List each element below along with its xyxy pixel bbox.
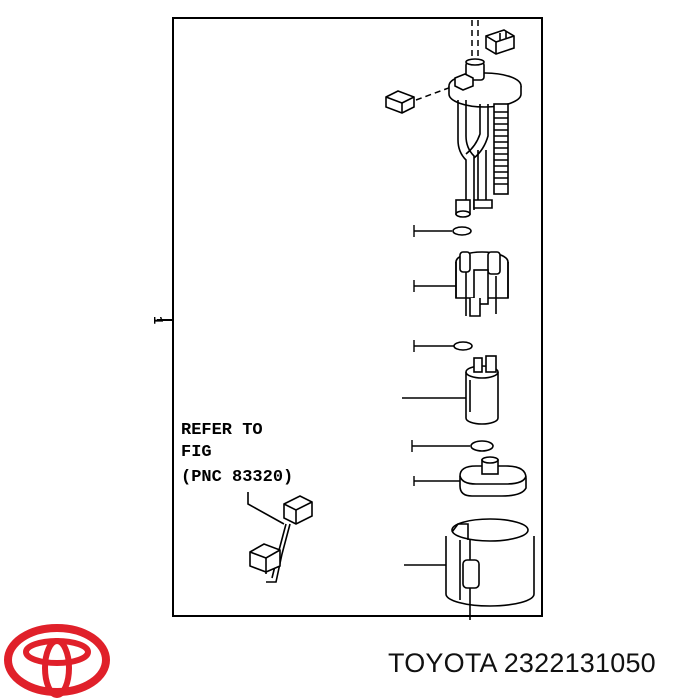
part-number: 2322131050: [503, 648, 656, 678]
o-ring-middle: [453, 341, 473, 351]
fuel-sender-gauge: [247, 492, 313, 583]
leader-lines: [402, 225, 470, 566]
filter-support: [455, 251, 509, 317]
fuel-pump: [465, 355, 499, 425]
diagram-frame: [172, 17, 543, 617]
group-label: 1: [149, 316, 165, 324]
callout-ref-line1: REFER TO: [181, 421, 263, 440]
toyota-logo: [4, 624, 110, 698]
brand-name: TOYOTA: [388, 648, 498, 678]
callout-ref-line3: (PNC 83320): [181, 468, 293, 487]
pump-cushion: [470, 440, 494, 452]
retaining-clip: [385, 90, 415, 114]
callout-ref-line2: FIG: [181, 443, 212, 462]
pump-holder: [459, 456, 527, 497]
pump-cup: [445, 518, 535, 620]
o-ring-upper: [452, 226, 472, 236]
connector-plug: [485, 29, 515, 55]
pump-bracket-assembly: [448, 58, 522, 218]
